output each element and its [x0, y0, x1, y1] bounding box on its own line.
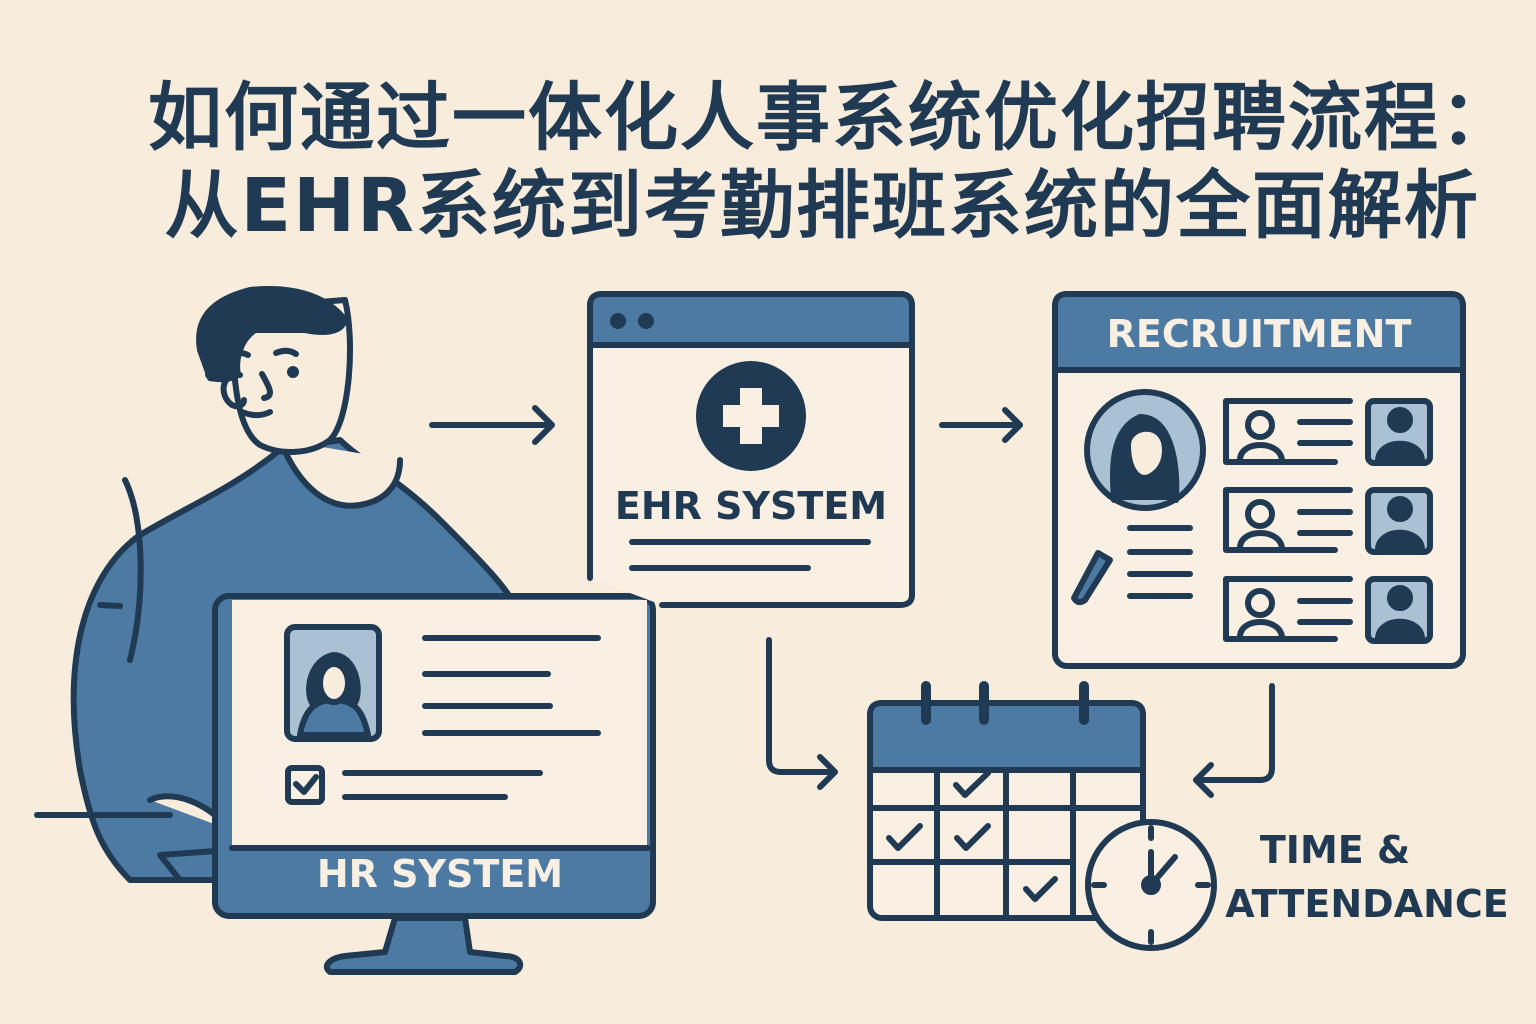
candidate-row-1 — [1223, 398, 1433, 466]
arrow-to-recruitment — [939, 407, 1023, 443]
recruitment-label: RECRUITMENT — [1106, 312, 1412, 356]
page-title-line1: 如何通过一体化人事系统优化招聘流程： — [148, 75, 1516, 161]
recruitment-window — [1052, 291, 1466, 669]
arrow-recruitment-to-calendar — [1193, 683, 1275, 798]
calendar-icon — [867, 681, 1146, 921]
candidate-row-2 — [1223, 487, 1433, 555]
hr-system-monitor — [212, 593, 656, 975]
clock-icon — [1085, 819, 1217, 951]
page-title-line2: 从EHR系统到考勤排班系统的全面解析 — [164, 163, 1480, 249]
time-label: TIME & — [1259, 828, 1411, 872]
attendance-label: ATTENDANCE — [1225, 882, 1509, 926]
arrow-to-ehr — [429, 405, 555, 445]
ehr-system-window — [587, 291, 915, 608]
candidate-row-3 — [1223, 576, 1433, 644]
arrow-ehr-to-calendar — [766, 637, 838, 790]
ehr-system-label: EHR SYSTEM — [614, 484, 888, 528]
hr-system-label: HR SYSTEM — [316, 852, 564, 896]
